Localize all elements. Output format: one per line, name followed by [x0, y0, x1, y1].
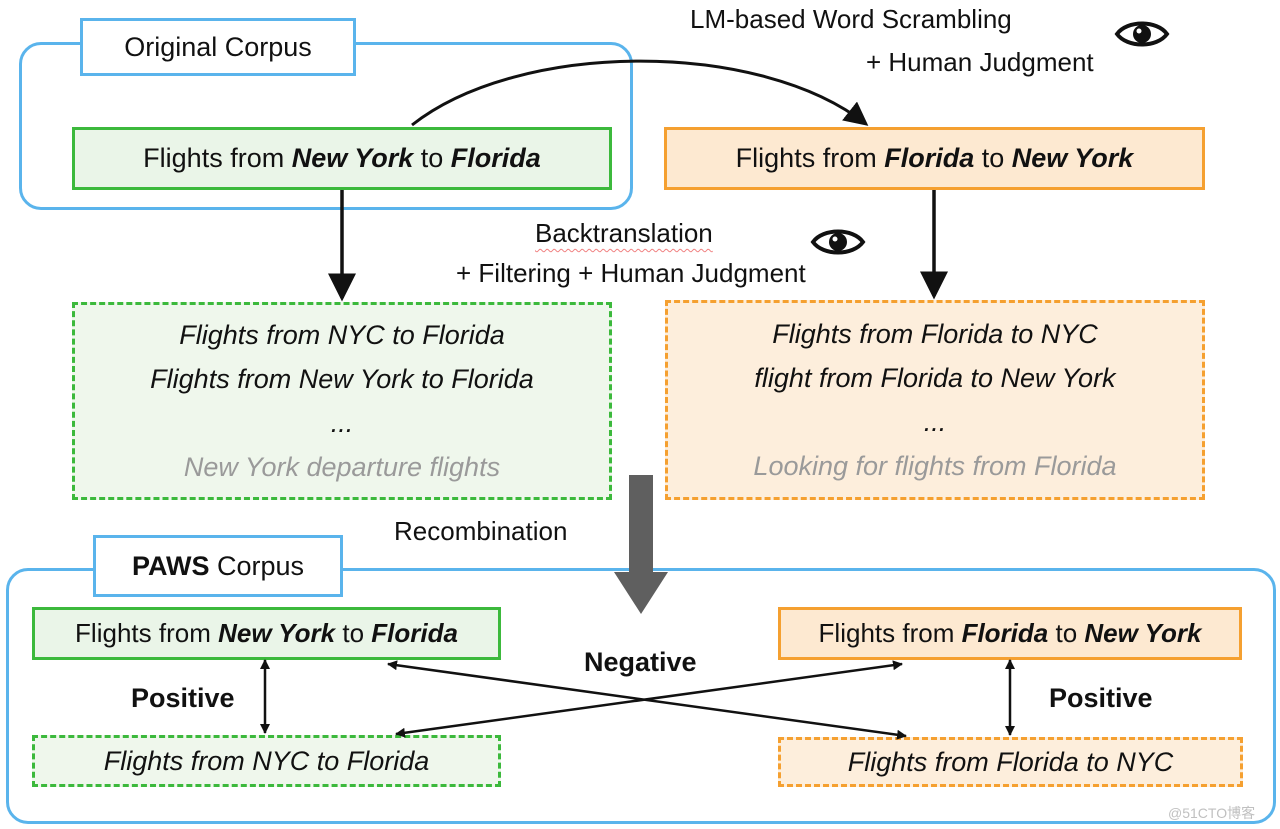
original-sentence-box: Flights from New York to Florida	[72, 127, 612, 190]
paws-corpus-tag: PAWS Corpus	[93, 535, 343, 597]
backtranslation-label-line2: + Filtering + Human Judgment	[456, 258, 806, 288]
paws-right-top-box: Flights from Florida to New York	[778, 607, 1242, 660]
paws-right-bottom-box: Flights from Florida to NYC	[778, 737, 1243, 787]
paws-right-top-b: New York	[1084, 618, 1202, 648]
recombination-arrow	[614, 475, 668, 614]
backtranslation-label-line1: Backtranslation	[535, 218, 713, 249]
recombination-label: Recombination	[394, 516, 568, 546]
scrambled-prefix: Flights from	[735, 143, 885, 173]
scrambled-entity-b: New York	[1011, 143, 1134, 173]
list-item: Flights from Florida to NYC	[772, 319, 1098, 349]
backtranslation-word: Backtranslation	[535, 218, 713, 248]
positive-label-right: Positive	[1049, 683, 1153, 713]
left-backtranslation-box: Flights from NYC to Florida Flights from…	[72, 302, 612, 500]
paws-left-top-box: Flights from New York to Florida	[32, 607, 501, 660]
paws-corpus-tag-rest: Corpus	[209, 550, 305, 581]
original-mid: to	[413, 143, 451, 173]
eye-icon	[1114, 21, 1170, 47]
paws-right-top-mid: to	[1048, 618, 1085, 648]
paws-left-top-a: New York	[218, 618, 336, 648]
original-corpus-tag: Original Corpus	[80, 18, 356, 76]
original-prefix: Flights from	[143, 143, 292, 173]
scrambled-mid: to	[974, 143, 1012, 173]
list-item: Flights from NYC to Florida	[179, 320, 505, 350]
list-item: ...	[330, 408, 354, 438]
paws-left-bottom-text: Flights from NYC to Florida	[103, 745, 430, 776]
list-item: flight from Florida to New York	[754, 363, 1116, 393]
negative-arrow-2	[395, 660, 903, 738]
positive-label-left: Positive	[131, 683, 235, 713]
watermark: @51CTO博客	[1168, 805, 1256, 821]
scrambling-label-line1: LM-based Word Scrambling	[690, 4, 1012, 34]
paws-right-bottom-text: Flights from Florida to NYC	[847, 746, 1174, 777]
list-item: ...	[923, 407, 947, 437]
eye-icon	[810, 229, 866, 255]
list-item-faded: Looking for flights from Florida	[753, 451, 1117, 481]
original-entity-a: New York	[291, 143, 414, 173]
paws-left-top-prefix: Flights from	[75, 618, 219, 648]
scrambling-label-line2: + Human Judgment	[866, 47, 1094, 77]
list-item-faded: New York departure flights	[183, 452, 501, 482]
paws-left-top-b: Florida	[371, 618, 458, 648]
original-corpus-tag-label: Original Corpus	[124, 31, 312, 62]
scrambled-sentence-box: Flights from Florida to New York	[664, 127, 1205, 190]
scrambled-entity-a: Florida	[884, 143, 975, 173]
paws-corpus-tag-bold: PAWS	[131, 550, 210, 581]
paws-left-top-mid: to	[335, 618, 372, 648]
paws-left-bottom-box: Flights from NYC to Florida	[32, 735, 501, 787]
list-item: Flights from New York to Florida	[150, 364, 534, 394]
paws-right-top-a: Florida	[961, 618, 1049, 648]
right-backtranslation-box: Flights from Florida to NYC flight from …	[665, 300, 1205, 500]
paws-right-top-prefix: Flights from	[818, 618, 962, 648]
scrambling-arrow	[411, 59, 869, 127]
original-entity-b: Florida	[450, 143, 541, 173]
